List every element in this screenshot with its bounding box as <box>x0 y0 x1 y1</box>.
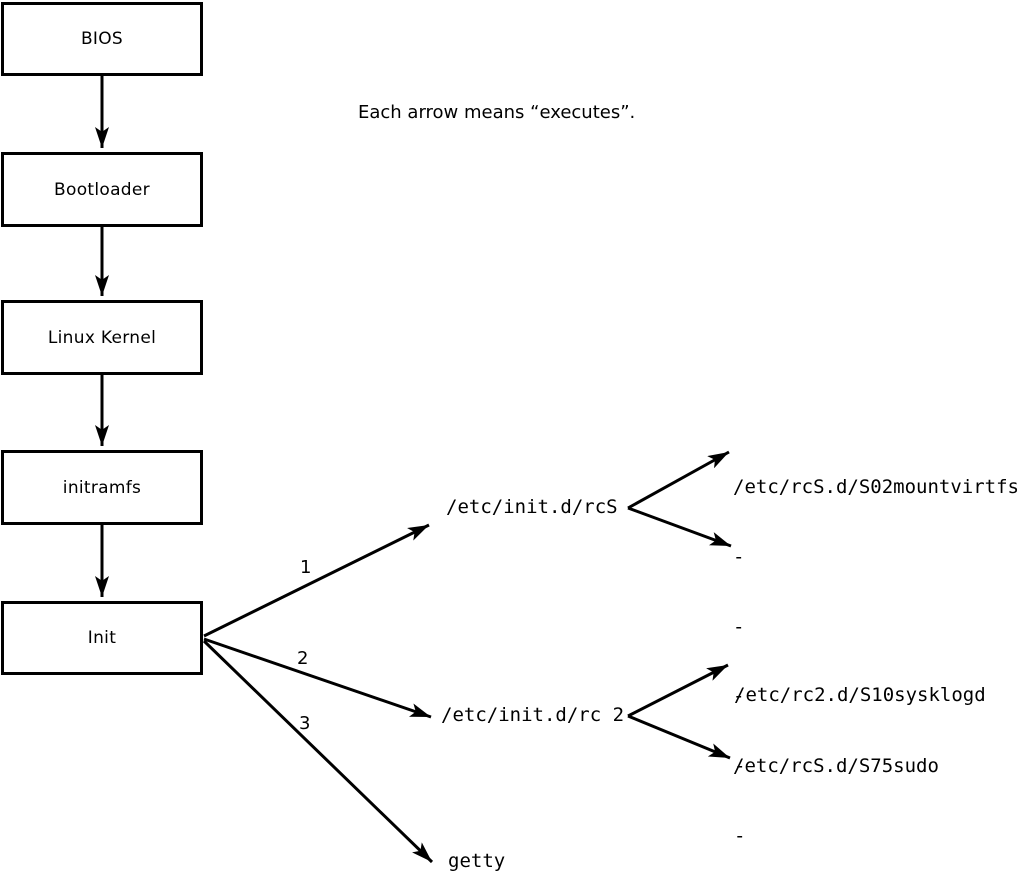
rcs-child-s75sudo: /etc/rcS.d/S75sudo <box>733 755 939 777</box>
box-bios-label: BIOS <box>80 29 124 49</box>
arrow-init-to-getty <box>202 639 434 864</box>
ellipsis-dash: - <box>734 754 746 777</box>
ellipsis-dash: - <box>734 825 746 847</box>
arrow-rc2-to-s10sysklogd <box>627 663 729 718</box>
box-initramfs-label: initramfs <box>62 477 142 498</box>
arrow-rc2-to-s99gdm <box>627 714 731 760</box>
box-bootloader: Bootloader <box>1 152 203 227</box>
box-bios: BIOS <box>1 2 203 76</box>
ellipsis-dash: - <box>733 545 745 568</box>
legend-text: Each arrow means “executes”. <box>358 102 636 123</box>
box-linux-kernel-label: Linux Kernel <box>47 327 157 348</box>
ellipsis-dash: - <box>733 615 745 638</box>
arrow-rcs-to-s75sudo <box>627 506 732 548</box>
rc2-child-s10sysklogd: /etc/rc2.d/S10sysklogd <box>734 684 986 706</box>
arrow-init-to-rcs <box>203 523 430 638</box>
rcs-children-list: /etc/rcS.d/S02mountvirtfs - - - /etc/rcS… <box>733 431 1019 824</box>
rcs-child-s02mountvirtfs: /etc/rcS.d/S02mountvirtfs <box>733 476 1019 498</box>
node-getty: getty <box>448 850 506 872</box>
box-linux-kernel: Linux Kernel <box>1 300 203 375</box>
node-rc2: /etc/init.d/rc 2 <box>441 704 625 726</box>
box-init-label: Init <box>87 628 117 648</box>
rc2-children-list: /etc/rc2.d/S10sysklogd - - - /etc/rc2.d/… <box>734 638 986 875</box>
box-bootloader-label: Bootloader <box>54 179 150 200</box>
box-initramfs: initramfs <box>1 450 203 525</box>
arrow-rcs-to-s02mountvirtfs <box>627 450 730 510</box>
node-rcs: /etc/init.d/rcS <box>446 496 618 518</box>
ellipsis-dash: - <box>733 685 745 708</box>
box-init: Init <box>1 601 203 675</box>
edge-label-2: 2 <box>297 648 309 669</box>
edge-label-3: 3 <box>299 713 311 734</box>
arrow-init-to-rc2 <box>203 637 432 719</box>
edge-label-1: 1 <box>300 557 312 578</box>
